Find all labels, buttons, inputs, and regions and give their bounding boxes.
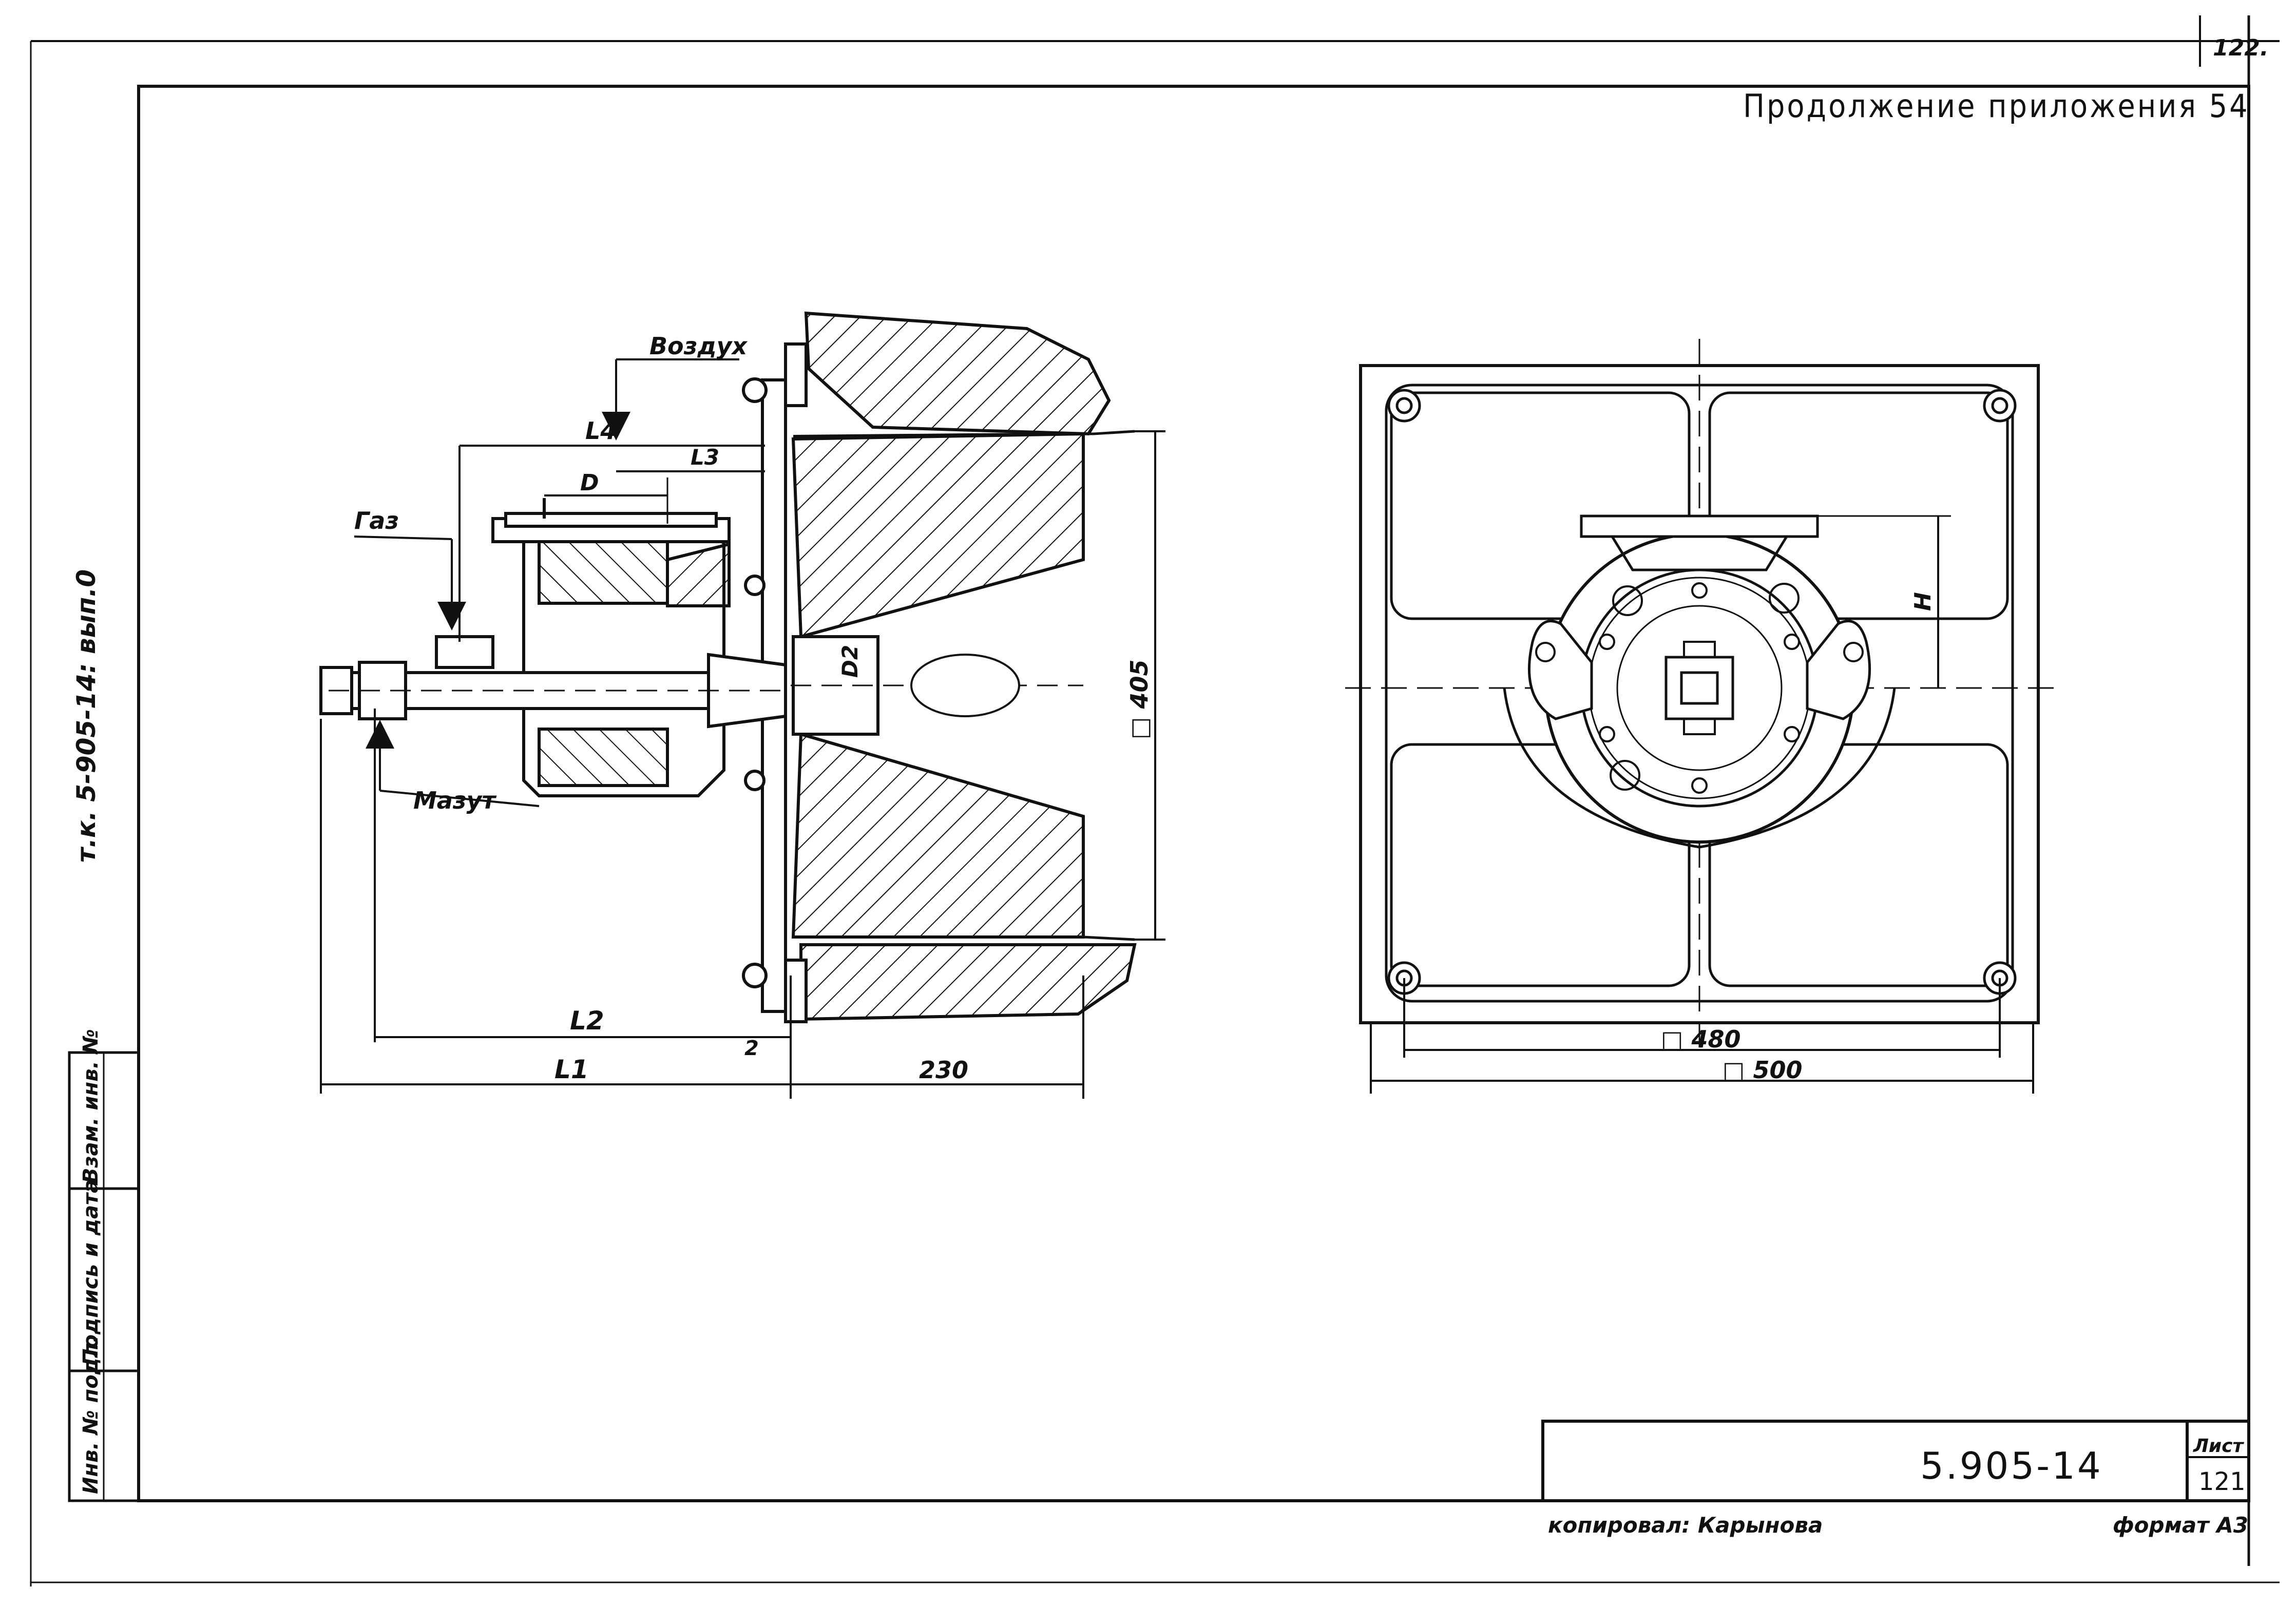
label-D2: D2	[837, 645, 863, 678]
stamp-replaced-inv: Взам. инв. №	[79, 1029, 103, 1183]
refractory-block	[784, 311, 1137, 1021]
front-view	[1345, 339, 2064, 1058]
label-L3: L3	[691, 445, 719, 470]
stamp-inv-number: Инв. № подл.	[79, 1335, 103, 1494]
stamp-signature-date: Подпись и дата	[79, 1179, 103, 1366]
margin-stamp	[68, 1051, 140, 1502]
label-L1: L1	[554, 1055, 589, 1084]
format-label: формат А3	[2113, 1513, 2248, 1538]
dim-405	[1135, 430, 1165, 941]
sheet-frame	[30, 15, 2280, 1586]
dim-500	[1370, 1022, 2034, 1094]
label-230: 230	[919, 1056, 968, 1084]
bolt-circle	[1599, 582, 1800, 794]
burner-housing	[491, 498, 731, 797]
label-air: Воздух	[649, 332, 748, 360]
label-small-gap: 2	[744, 1037, 759, 1060]
dim-L4	[458, 445, 765, 642]
copied-by: копировал: Карынова	[1548, 1513, 1823, 1538]
nozzle-square	[1664, 656, 1734, 720]
doc-code: 5.905-14	[1920, 1444, 2103, 1487]
label-405: □ 405	[1125, 660, 1153, 740]
sheet-number: 121	[2198, 1467, 2246, 1496]
dim-480	[1403, 978, 2001, 1058]
label-500: □ 500	[1723, 1056, 1803, 1084]
title-block	[1541, 1420, 2250, 1502]
label-H: H	[1910, 592, 1936, 611]
label-gas: Газ	[354, 507, 399, 534]
dim-L1	[320, 719, 1084, 1099]
label-L2: L2	[570, 1006, 604, 1036]
label-L4: L4	[585, 417, 617, 445]
header-title: Продолжение приложения 54	[1743, 87, 2250, 125]
outer-page-number: 122.	[2213, 35, 2269, 61]
corner-bolts	[1387, 389, 2017, 995]
label-fuel-oil: Мазут	[413, 787, 497, 814]
dim-L2	[374, 709, 791, 1042]
side-margin-text: т.к. 5-905-14: вып.0	[71, 569, 101, 863]
sheet-label: Лист	[2193, 1436, 2244, 1457]
label-D: D	[580, 470, 599, 496]
fuel-lance	[319, 635, 791, 729]
label-480: □ 480	[1661, 1025, 1741, 1053]
side-view: Воздух Газ Мазут L4 L3 D D2 □ 405	[319, 311, 1165, 1099]
